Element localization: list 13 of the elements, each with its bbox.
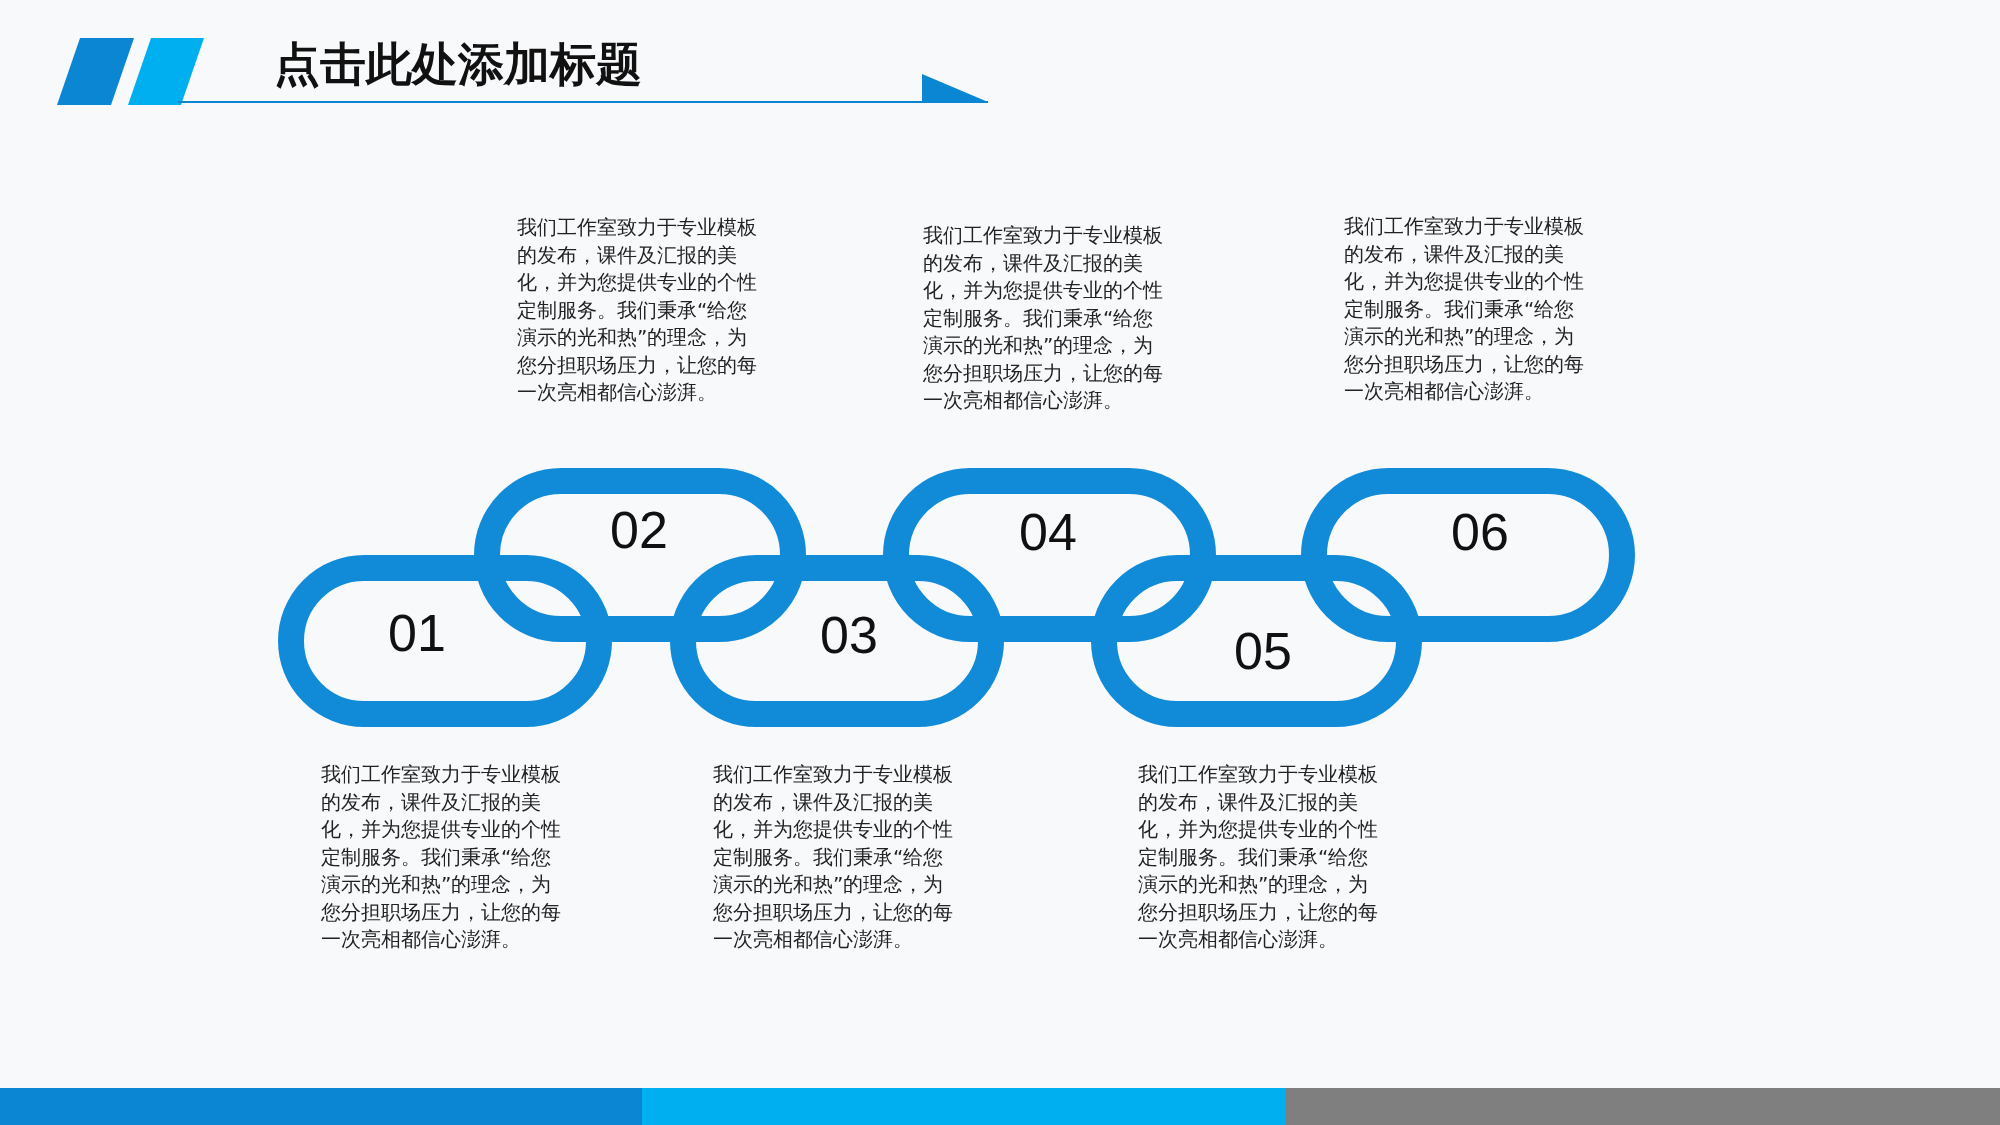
step-number: 03 [820,609,878,661]
description-text: 我们工作室致力于专业模板的发布，课件及汇报的美化，并为您提供专业的个性定制服务。我们秉承“给您演示的光和热”的理念，为您分担职场压力，让您的每一次亮相都信心澎湃。 [923,222,1164,414]
step-number: 01 [388,607,446,659]
description-text: 我们工作室致力于专业模板的发布，课件及汇报的美化，并为您提供专业的个性定制服务。我们秉承“给您演示的光和热”的理念，为您分担职场压力，让您的每一次亮相都信心澎湃。 [1138,761,1379,953]
description-text: 我们工作室致力于专业模板的发布，课件及汇报的美化，并为您提供专业的个性定制服务。我们秉承“给您演示的光和热”的理念，为您分担职场压力，让您的每一次亮相都信心澎湃。 [713,761,954,953]
step-number: 04 [1019,506,1077,558]
description-text: 我们工作室致力于专业模板的发布，课件及汇报的美化，并为您提供专业的个性定制服务。我们秉承“给您演示的光和热”的理念，为您分担职场压力，让您的每一次亮相都信心澎湃。 [1344,213,1585,405]
description-text: 我们工作室致力于专业模板的发布，课件及汇报的美化，并为您提供专业的个性定制服务。我们秉承“给您演示的光和热”的理念，为您分担职场压力，让您的每一次亮相都信心澎湃。 [321,761,562,953]
title: 点击此处添加标题 [274,36,642,92]
step-number: 05 [1234,625,1292,677]
step-number: 02 [610,504,668,556]
description-text: 我们工作室致力于专业模板的发布，课件及汇报的美化，并为您提供专业的个性定制服务。我们秉承“给您演示的光和热”的理念，为您分担职场压力，让您的每一次亮相都信心澎湃。 [517,214,758,406]
step-number: 06 [1451,506,1509,558]
